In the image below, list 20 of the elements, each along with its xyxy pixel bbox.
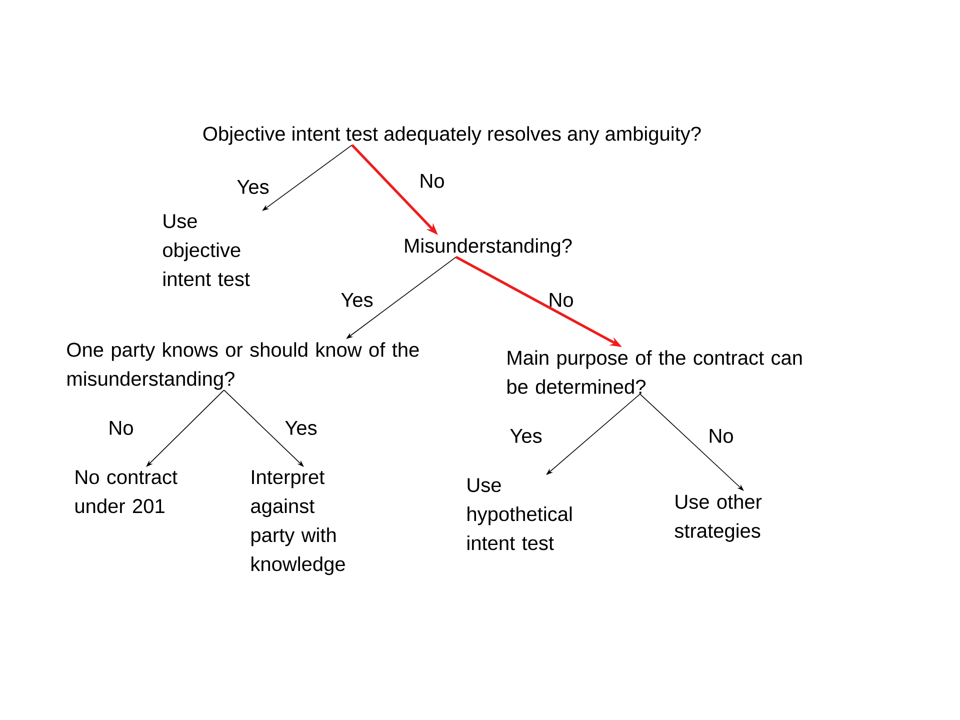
outcome-text: Use objective intent test [163, 214, 250, 286]
question-text: One party knows or should know of the misunderstanding? [67, 342, 419, 390]
outcome-text: No contract under 201 [76, 470, 178, 514]
edge-label: Yes [341, 293, 373, 307]
arrow [224, 390, 304, 467]
question-text: Misunderstanding? [405, 238, 572, 257]
edge-label: Yes [237, 180, 269, 194]
outcome-text: Use other strategies [674, 494, 762, 542]
question-text: Main purpose of the contract can be determined? [508, 350, 802, 394]
arrow [640, 394, 744, 491]
question-text: Objective intent test adequately resolves any ambiguity? [203, 126, 701, 145]
edge-label: No [710, 429, 733, 443]
edge-label: No [110, 421, 133, 435]
edge-label: No [550, 293, 573, 307]
arrow [146, 390, 224, 467]
outcome-text: Interpret against party with knowledge [251, 470, 345, 576]
edge-label: Yes [510, 429, 542, 443]
outcome-text: Use hypothetical intent test [468, 478, 572, 550]
edge-label: No [420, 174, 444, 188]
edge-label: Yes [285, 421, 317, 435]
